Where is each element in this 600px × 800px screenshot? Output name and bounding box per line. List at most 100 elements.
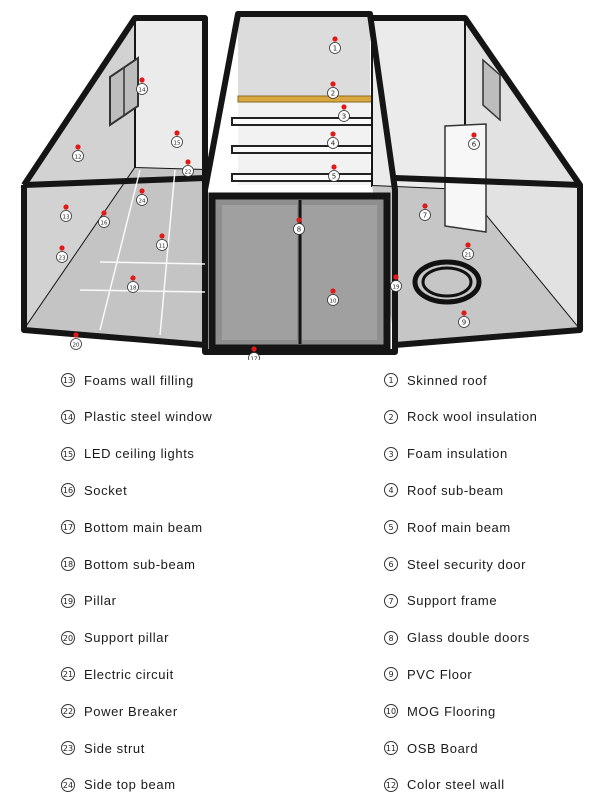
- callout-number: 5: [332, 172, 336, 180]
- legend-label: Support frame: [407, 593, 498, 609]
- callout-number: 16: [101, 220, 108, 226]
- legend-label: Steel security door: [407, 556, 527, 572]
- legend-number-badge: 24: [61, 777, 75, 792]
- legend-number-badge: 11: [384, 741, 398, 755]
- callout-circle: [327, 294, 339, 306]
- callout-19: 19: [390, 274, 402, 292]
- legend-label: PVC Floor: [407, 666, 473, 682]
- right-module-frame: [394, 175, 583, 348]
- callout-number: 2: [331, 89, 335, 97]
- callout-17: 17: [248, 346, 260, 360]
- legend-label: Pillar: [84, 593, 117, 609]
- callout-marker-dot: [101, 210, 107, 216]
- callout-20: 20: [70, 332, 82, 350]
- callout-number: 7: [423, 211, 427, 219]
- callout-number: 11: [159, 243, 166, 249]
- legend-label: Foam insulation: [407, 446, 508, 462]
- callout-number: 3: [342, 112, 346, 120]
- legend-number-badge: 1: [384, 373, 398, 387]
- legend-item-13: 13 Foams wall filling: [61, 370, 194, 390]
- callout-circle: [182, 165, 194, 177]
- legend-number-badge: 19: [61, 593, 75, 608]
- callout-number: 20: [73, 342, 80, 348]
- callout-circle: [293, 223, 305, 235]
- callout-marker-dot: [73, 332, 79, 338]
- callout-marker-dot: [330, 131, 336, 137]
- callout-14: 14: [136, 77, 148, 95]
- legend-label: Electric circuit: [84, 666, 174, 682]
- legend-number-badge: 10: [384, 704, 398, 719]
- callout-23: 23: [56, 245, 68, 263]
- callout-3: 3: [338, 104, 350, 122]
- callout-number: 19: [393, 284, 400, 290]
- callout-circle: [328, 170, 340, 182]
- legend-label: LED ceiling lights: [84, 446, 195, 462]
- callout-circle: [419, 209, 431, 221]
- callout-circle: [72, 150, 84, 162]
- callout-marker-dot: [251, 346, 257, 352]
- callout-number: 10: [330, 298, 337, 304]
- legend-item-24: 24 Side top beam: [61, 775, 176, 795]
- legend-label: Foams wall filling: [84, 372, 194, 388]
- callout-marker-dot: [174, 130, 180, 136]
- legend-number-badge: 22: [61, 704, 75, 719]
- callout-marker-dot: [159, 233, 165, 239]
- legend-item-22: 22 Power Breaker: [61, 701, 178, 721]
- legend-label: Socket: [84, 482, 128, 498]
- left-floor: [24, 168, 205, 345]
- legend-item-15: 15 LED ceiling lights: [61, 444, 195, 464]
- callout-marker-dot: [465, 242, 471, 248]
- callout-marker-dot: [63, 204, 69, 210]
- callout-circle: [136, 194, 148, 206]
- callout-9: 9: [458, 310, 470, 328]
- legend-number-badge: 5: [384, 520, 398, 535]
- callout-number: 1: [333, 44, 337, 52]
- callout-circle: [458, 316, 470, 328]
- roof-rock-wool: [237, 95, 373, 103]
- legend-label: Side top beam: [84, 777, 176, 793]
- callout-circle: [468, 138, 480, 150]
- callout-circle: [70, 338, 82, 350]
- callout-5: 5: [328, 164, 340, 182]
- right-window: [482, 58, 501, 122]
- callout-2: 2: [327, 81, 339, 99]
- callout-marker-dot: [296, 217, 302, 223]
- callout-number: 14: [139, 87, 146, 93]
- callout-circle: [60, 210, 72, 222]
- callout-circle: [248, 352, 260, 360]
- legend-item-19: 19 Pillar: [61, 591, 117, 611]
- legend-number-badge: 4: [384, 483, 398, 498]
- legend-label: Rock wool insulation: [407, 409, 538, 425]
- legend-number-badge: 12: [384, 777, 398, 792]
- legend-item-21: 21 Electric circuit: [61, 664, 174, 684]
- legend-number-badge: 14: [61, 409, 75, 424]
- callout-circle: [462, 248, 474, 260]
- callout-6: 6: [468, 132, 480, 150]
- callout-circle: [327, 137, 339, 149]
- legend-number-badge: 21: [61, 667, 75, 682]
- callout-marker-dot: [332, 36, 338, 42]
- callout-circle: [98, 216, 110, 228]
- legend-number-badge: 18: [61, 557, 75, 571]
- callout-7: 7: [419, 203, 431, 221]
- callout-15: 15: [171, 130, 183, 148]
- callout-marker-dot: [139, 188, 145, 194]
- callout-18: 18: [127, 275, 139, 293]
- legend-number-badge: 20: [61, 630, 75, 645]
- callout-1: 1: [329, 36, 341, 54]
- legend-label: Power Breaker: [84, 703, 178, 719]
- legend-label: MOG Flooring: [407, 703, 496, 719]
- legend-number-badge: 15: [61, 446, 75, 461]
- legend-number-badge: 7: [384, 593, 398, 608]
- legend-number-badge: 13: [61, 373, 75, 387]
